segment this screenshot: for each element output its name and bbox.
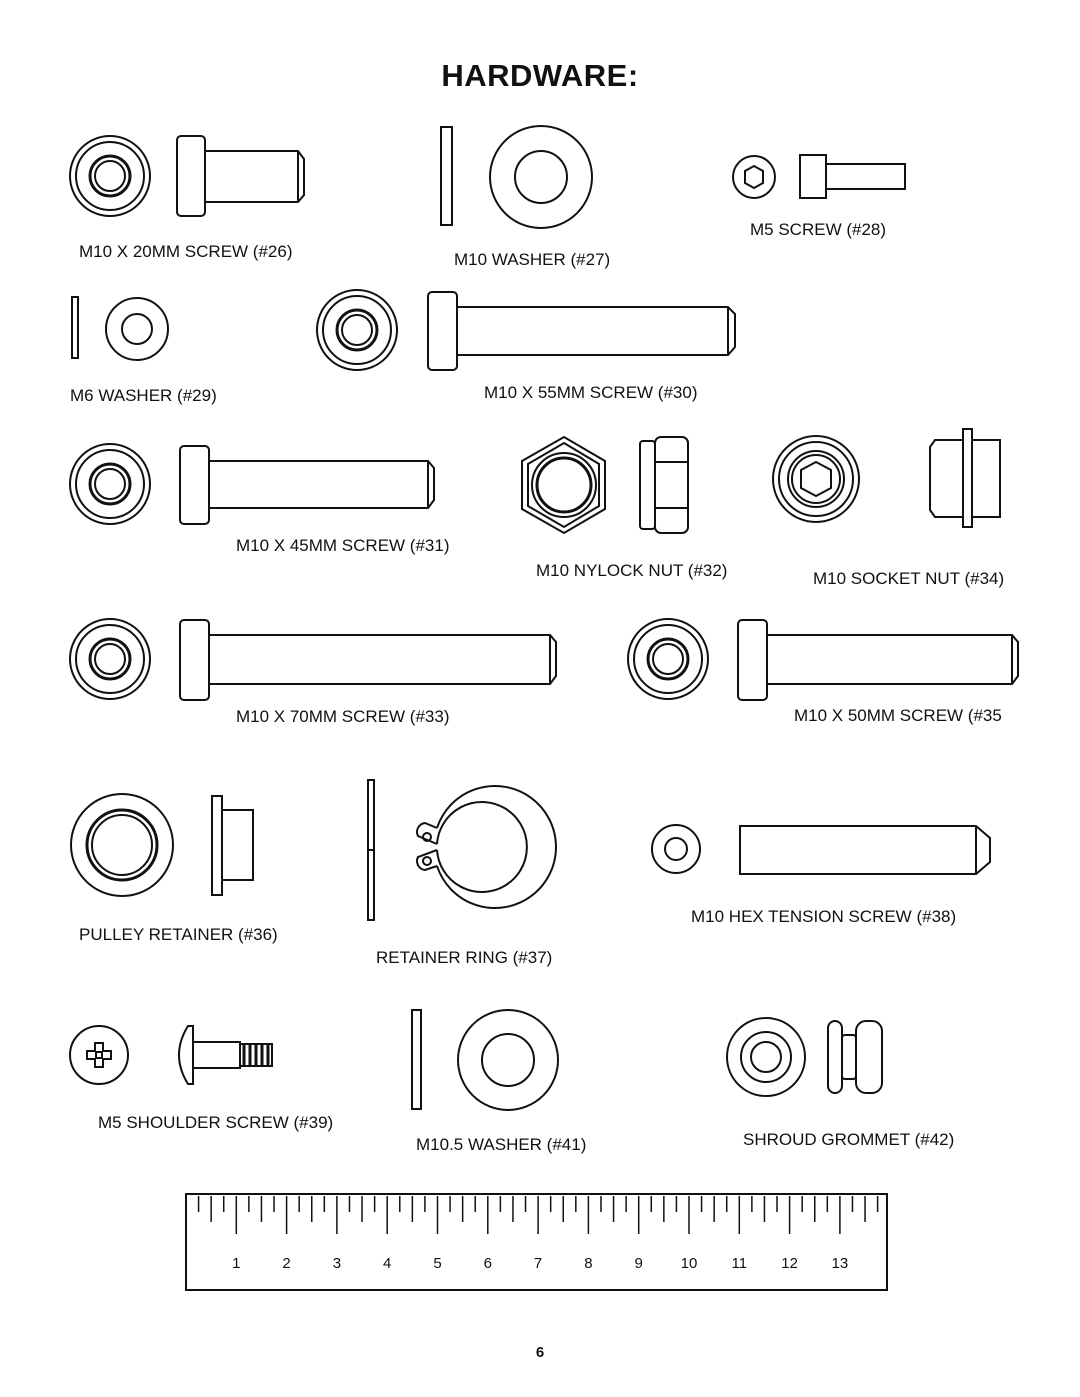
m10x70-screw-drawing <box>69 618 557 701</box>
m10-5-washer-drawing <box>411 1009 559 1111</box>
label-m5-shoulder-screw: M5 SHOULDER SCREW (#39) <box>98 1113 334 1132</box>
m10x20-screw-drawing <box>69 135 305 217</box>
label-m10x45-screw: M10 X 45MM SCREW (#31) <box>236 536 450 555</box>
ruler-number: 9 <box>635 1255 643 1272</box>
ruler-number: 1 <box>232 1255 240 1272</box>
ruler-number: 12 <box>781 1255 798 1272</box>
ruler-number: 11 <box>732 1255 748 1272</box>
m10x50-screw-drawing <box>627 618 1019 701</box>
label-m10x20-screw: M10 X 20MM SCREW (#26) <box>79 242 293 261</box>
label-m10x55-screw: M10 X 55MM SCREW (#30) <box>484 383 698 402</box>
ruler-number: 6 <box>484 1255 492 1272</box>
m10-socket-nut-drawing <box>772 428 1001 528</box>
ruler-number: 4 <box>383 1255 391 1272</box>
m6-washer-drawing <box>71 296 169 361</box>
m5-screw-drawing <box>732 154 906 199</box>
ruler-number: 2 <box>282 1255 290 1272</box>
label-m10-washer: M10 WASHER (#27) <box>454 250 611 269</box>
m10-nylock-nut-drawing <box>521 435 689 535</box>
label-m10-nylock-nut: M10 NYLOCK NUT (#32) <box>536 561 728 580</box>
label-m10x50-screw: M10 X 50MM SCREW (#35 <box>794 706 1002 725</box>
label-m10-5-washer: M10.5 WASHER (#41) <box>416 1135 587 1154</box>
label-m10-hex-tension-screw: M10 HEX TENSION SCREW (#38) <box>691 907 957 926</box>
ruler-number: 10 <box>681 1255 698 1272</box>
ruler-number: 8 <box>584 1255 592 1272</box>
label-pulley-retainer: PULLEY RETAINER (#36) <box>79 925 278 944</box>
label-m5-screw: M5 SCREW (#28) <box>750 220 887 239</box>
pulley-retainer-drawing <box>70 793 254 897</box>
label-m10-socket-nut: M10 SOCKET NUT (#34) <box>813 569 1005 588</box>
m5-shoulder-screw-drawing <box>69 1025 273 1085</box>
ruler-number: 7 <box>534 1255 542 1272</box>
shroud-grommet-drawing <box>726 1017 883 1097</box>
label-retainer-ring: RETAINER RING (#37) <box>376 948 553 967</box>
page-number: 6 <box>535 1344 545 1361</box>
m10x55-screw-drawing <box>316 289 736 371</box>
label-m10x70-screw: M10 X 70MM SCREW (#33) <box>236 707 450 726</box>
page-title: HARDWARE: <box>441 58 639 93</box>
ruler-number: 3 <box>333 1255 341 1272</box>
ruler-number: 5 <box>433 1255 441 1272</box>
m10-washer-drawing <box>440 125 593 229</box>
label-shroud-grommet: SHROUD GROMMET (#42) <box>743 1130 955 1149</box>
retainer-ring-drawing <box>367 779 557 921</box>
label-m6-washer: M6 WASHER (#29) <box>70 386 217 405</box>
m10-hex-tension-screw-drawing <box>651 824 991 875</box>
ruler-number: 13 <box>832 1255 849 1272</box>
m10x45-screw-drawing <box>69 443 435 525</box>
